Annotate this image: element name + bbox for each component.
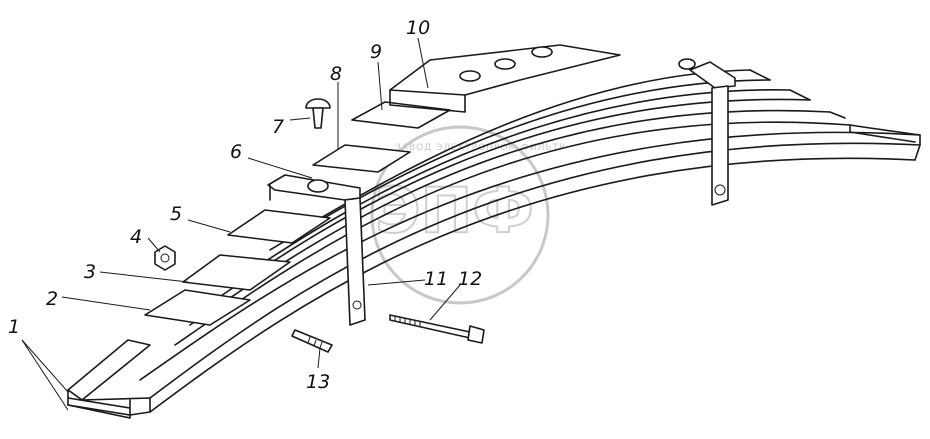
callout-7: 7 bbox=[272, 116, 284, 138]
center-bolt-13 bbox=[291, 329, 333, 353]
leader-lines bbox=[21, 37, 461, 411]
callout-9: 9 bbox=[370, 41, 382, 63]
clamp-left bbox=[267, 174, 366, 326]
bolt-12 bbox=[389, 314, 485, 344]
callout-13: 13 bbox=[306, 371, 330, 393]
rivet-7 bbox=[305, 98, 331, 129]
callout-6: 6 bbox=[230, 141, 242, 163]
top-leaf-bolts bbox=[459, 46, 553, 82]
callout-5: 5 bbox=[170, 203, 182, 225]
callout-12: 12 bbox=[458, 268, 482, 290]
callout-2: 2 bbox=[46, 288, 58, 310]
callout-10: 10 bbox=[406, 17, 430, 39]
callout-4: 4 bbox=[130, 226, 142, 248]
callout-8: 8 bbox=[330, 63, 342, 85]
callout-1: 1 bbox=[8, 316, 20, 338]
callout-11: 11 bbox=[424, 268, 448, 290]
leaf-steps bbox=[144, 44, 621, 326]
callout-labels: 1 2 3 4 5 6 7 8 9 10 11 12 13 bbox=[8, 17, 482, 393]
clamp-right bbox=[678, 58, 736, 206]
callout-3: 3 bbox=[84, 261, 96, 283]
